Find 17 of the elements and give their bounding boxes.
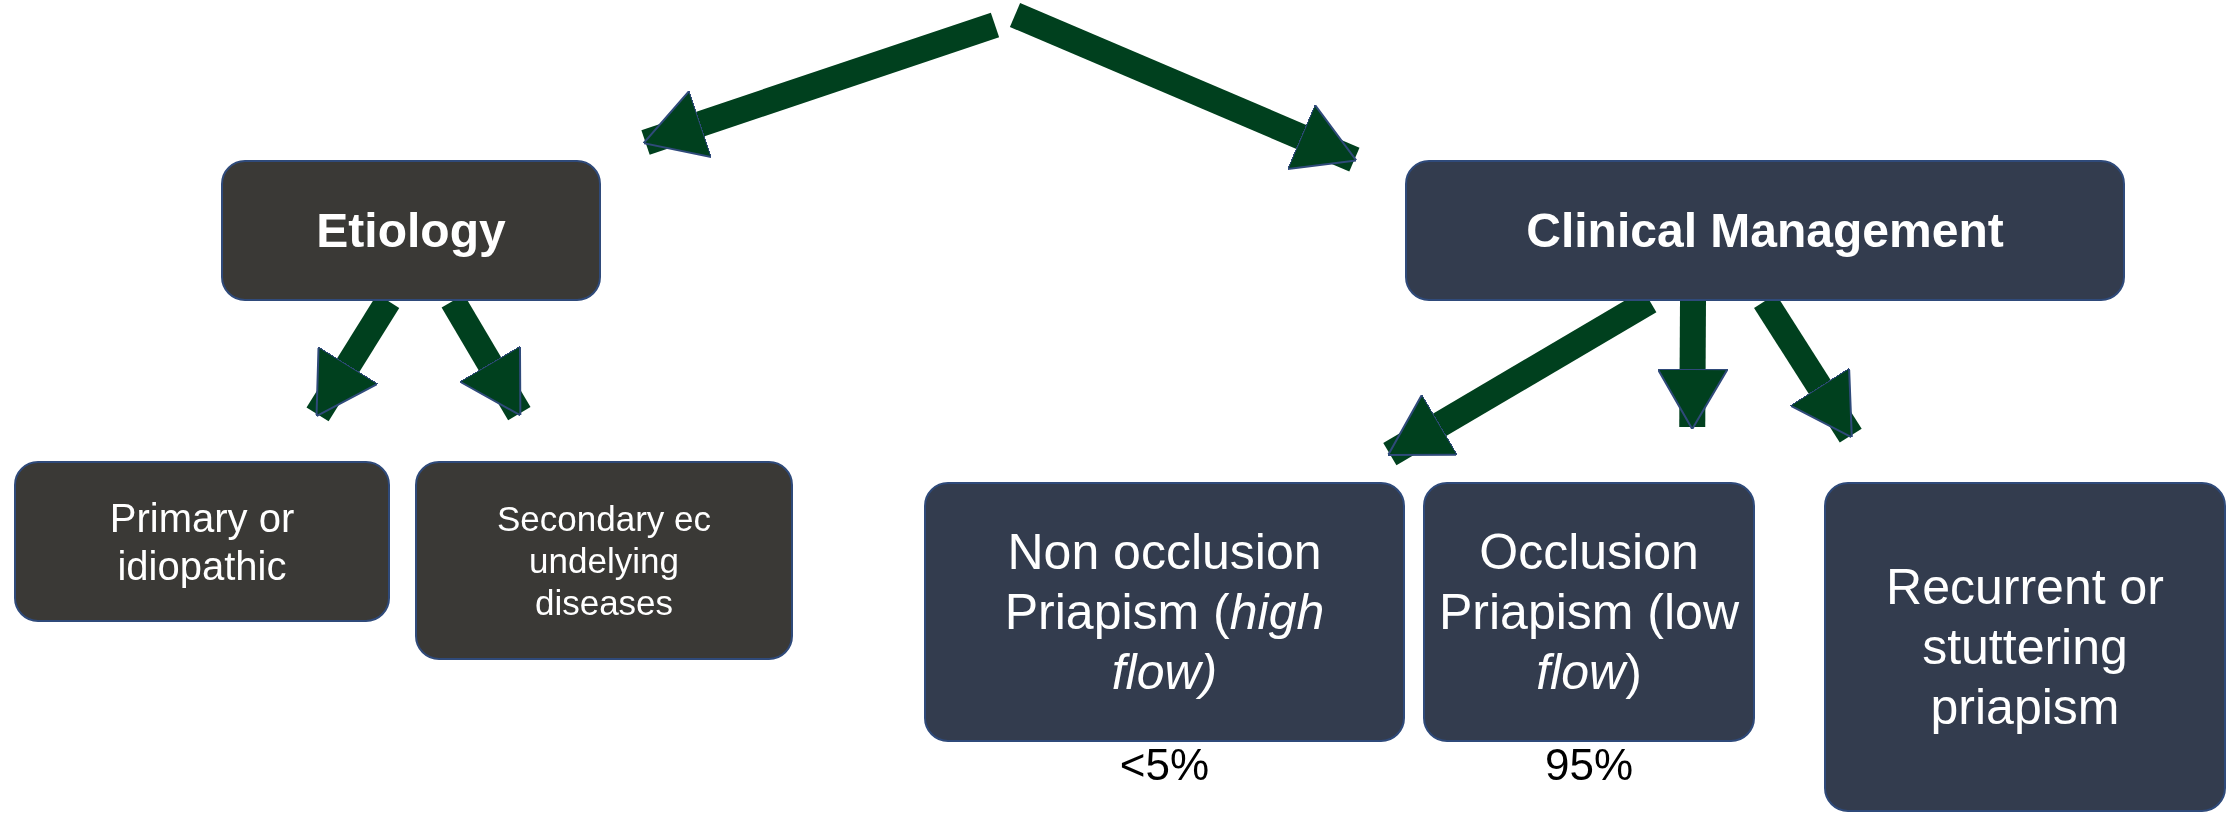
block-arrow (1009, 3, 1360, 172)
rounded-box (14, 461, 390, 622)
box-label: Recurrent or stuttering priapism (1885, 558, 2165, 737)
rounded-box (221, 160, 601, 301)
block-arrow (1656, 300, 1729, 430)
box-label: Occlusion Priapism (low flow) (1437, 523, 1741, 702)
box-label: Primary or idiopathic (108, 494, 296, 590)
box-label: Etiology (316, 202, 506, 259)
percentage-label: 95% (1544, 740, 1634, 789)
rounded-box (1405, 160, 2125, 301)
rounded-box (1824, 482, 2226, 812)
rounded-box (415, 461, 793, 660)
box-label: Clinical Management (1526, 202, 2004, 259)
box-label: Non occlusion Priapism (high flow) (1003, 523, 1326, 702)
box-label: Secondary ec undelying diseases (496, 497, 712, 624)
block-arrow (641, 12, 1000, 159)
percentage-label: <5% (1119, 740, 1210, 789)
